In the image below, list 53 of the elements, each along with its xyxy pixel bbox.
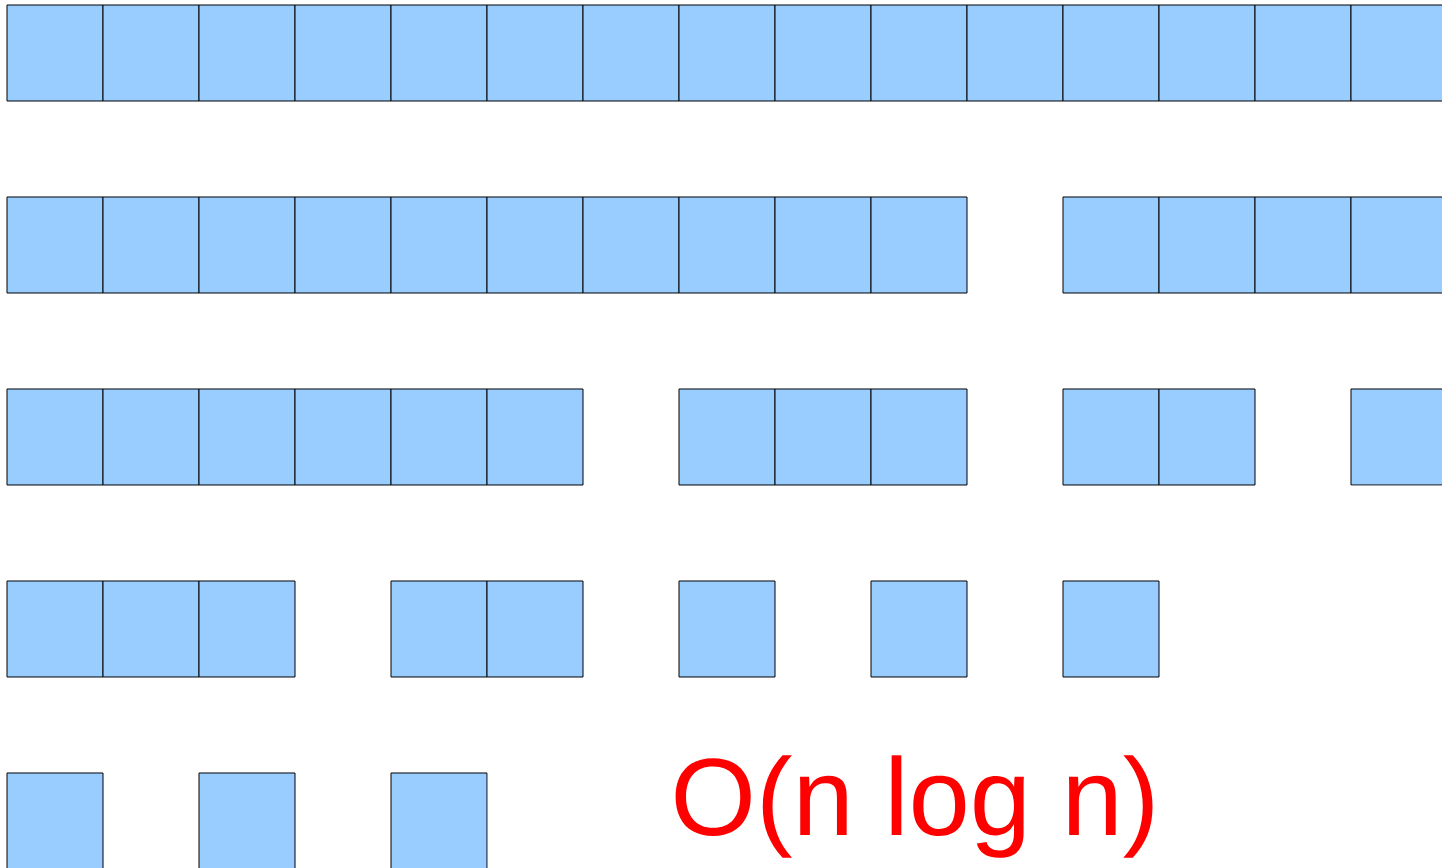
square-cell	[1158, 4, 1256, 102]
square-cell	[6, 196, 104, 294]
square-cell	[1254, 4, 1352, 102]
square-cell	[102, 196, 200, 294]
square-cell	[870, 4, 968, 102]
square-cell	[1062, 4, 1160, 102]
square-cell	[1254, 196, 1352, 294]
square-cell	[1350, 196, 1442, 294]
square-cell	[678, 4, 776, 102]
square-cell	[1158, 196, 1256, 294]
square-cell	[582, 4, 680, 102]
square-cell	[774, 4, 872, 102]
square-cell	[198, 4, 296, 102]
complexity-label: O(n log n)	[675, 755, 1153, 858]
square-cell	[390, 388, 488, 486]
square-cell	[678, 388, 776, 486]
square-cell	[966, 4, 1064, 102]
square-cell	[774, 196, 872, 294]
square-cell	[6, 388, 104, 486]
square-cell	[6, 4, 104, 102]
square-cell	[294, 196, 392, 294]
square-cell	[486, 4, 584, 102]
square-cell	[870, 388, 968, 486]
square-cell	[198, 196, 296, 294]
square-cell	[486, 196, 584, 294]
square-cell	[1062, 196, 1160, 294]
square-cell	[198, 772, 296, 868]
square-cell	[102, 388, 200, 486]
square-cell	[198, 580, 296, 678]
square-cell	[1350, 388, 1442, 486]
square-cell	[390, 580, 488, 678]
square-cell	[486, 580, 584, 678]
square-cell	[1062, 388, 1160, 486]
square-cell	[774, 388, 872, 486]
square-cell	[486, 388, 584, 486]
square-cell	[1350, 4, 1442, 102]
square-cell	[6, 580, 104, 678]
square-cell	[198, 388, 296, 486]
square-cell	[294, 388, 392, 486]
square-cell	[582, 196, 680, 294]
square-cell	[1062, 580, 1160, 678]
square-cell	[102, 4, 200, 102]
square-cell	[390, 196, 488, 294]
square-cell	[678, 196, 776, 294]
square-cell	[390, 772, 488, 868]
square-cell	[870, 580, 968, 678]
square-cell	[1158, 388, 1256, 486]
square-cell	[390, 4, 488, 102]
square-cell	[678, 580, 776, 678]
square-cell	[870, 196, 968, 294]
square-cell	[6, 772, 104, 868]
square-cell	[102, 580, 200, 678]
square-cell	[294, 4, 392, 102]
